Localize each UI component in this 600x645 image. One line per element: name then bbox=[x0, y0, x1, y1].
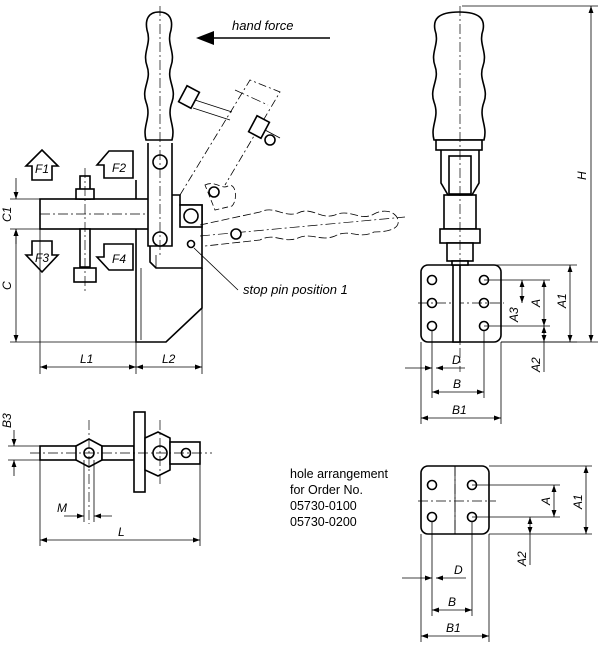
alt-dimension-a-a1-a2 bbox=[472, 465, 592, 565]
force-arrow-f4 bbox=[95, 243, 134, 271]
dim-label-c: C bbox=[0, 281, 14, 290]
alt-hole-plate bbox=[418, 465, 496, 535]
alt-dim-label-d: D bbox=[454, 563, 463, 577]
dim-label-m: M bbox=[57, 501, 67, 515]
hole-arrangement-line-4: 05730-0200 bbox=[290, 515, 357, 529]
force-label-f3: F3 bbox=[35, 251, 49, 265]
force-arrow-f3 bbox=[24, 240, 60, 274]
force-label-f2: F2 bbox=[112, 161, 126, 175]
dim-label-a: A bbox=[529, 299, 543, 308]
alt-dim-label-a2: A2 bbox=[515, 551, 529, 567]
alt-dim-label-a: A bbox=[539, 497, 553, 506]
dim-label-b3: B3 bbox=[0, 413, 14, 428]
dim-label-l2: L2 bbox=[162, 352, 176, 366]
front-view bbox=[418, 6, 504, 372]
dim-label-b: B bbox=[453, 377, 461, 391]
force-label-f1: F1 bbox=[35, 162, 49, 176]
dimension-b3 bbox=[8, 430, 40, 476]
hole-arrangement-line-3: 05730-0100 bbox=[290, 499, 357, 513]
dimension-m bbox=[64, 460, 112, 522]
force-label-f4: F4 bbox=[112, 252, 126, 266]
alt-dimension-d-b-b1 bbox=[402, 522, 490, 642]
hand-force-arrow bbox=[196, 31, 330, 45]
dim-label-l1: L1 bbox=[80, 352, 93, 366]
alt-dim-label-b: B bbox=[448, 595, 456, 609]
dimension-a-a1-a3 bbox=[484, 264, 577, 343]
dim-label-c1: C1 bbox=[0, 207, 14, 222]
top-view bbox=[30, 411, 212, 524]
dim-label-a1: A1 bbox=[555, 293, 569, 309]
alt-dim-label-a1: A1 bbox=[571, 494, 585, 510]
stop-pin-leader bbox=[193, 247, 239, 291]
hole-arrangement-line-1: hole arrangement bbox=[290, 467, 389, 481]
stop-pin-label: stop pin position 1 bbox=[243, 282, 348, 297]
dimension-l bbox=[39, 460, 201, 546]
dim-label-b1: B1 bbox=[452, 403, 467, 417]
dimension-c bbox=[10, 229, 136, 343]
hole-arrangement-line-2: for Order No. bbox=[290, 483, 363, 497]
dim-label-d: D bbox=[452, 353, 461, 367]
dimension-l1-l2 bbox=[39, 229, 203, 374]
force-arrow-f2 bbox=[95, 150, 134, 179]
side-view bbox=[39, 6, 203, 343]
open-position-phantom bbox=[177, 79, 406, 247]
dimension-c1 bbox=[10, 178, 40, 244]
dimension-d-b-b1 bbox=[405, 330, 502, 424]
dim-label-a2: A2 bbox=[529, 357, 543, 373]
force-arrow-f1 bbox=[24, 148, 60, 181]
hand-force-label: hand force bbox=[232, 18, 293, 33]
dim-label-h: H bbox=[575, 171, 589, 180]
alt-dim-label-b1: B1 bbox=[446, 621, 461, 635]
dim-label-l: L bbox=[118, 525, 125, 539]
dim-label-a3: A3 bbox=[507, 307, 521, 323]
